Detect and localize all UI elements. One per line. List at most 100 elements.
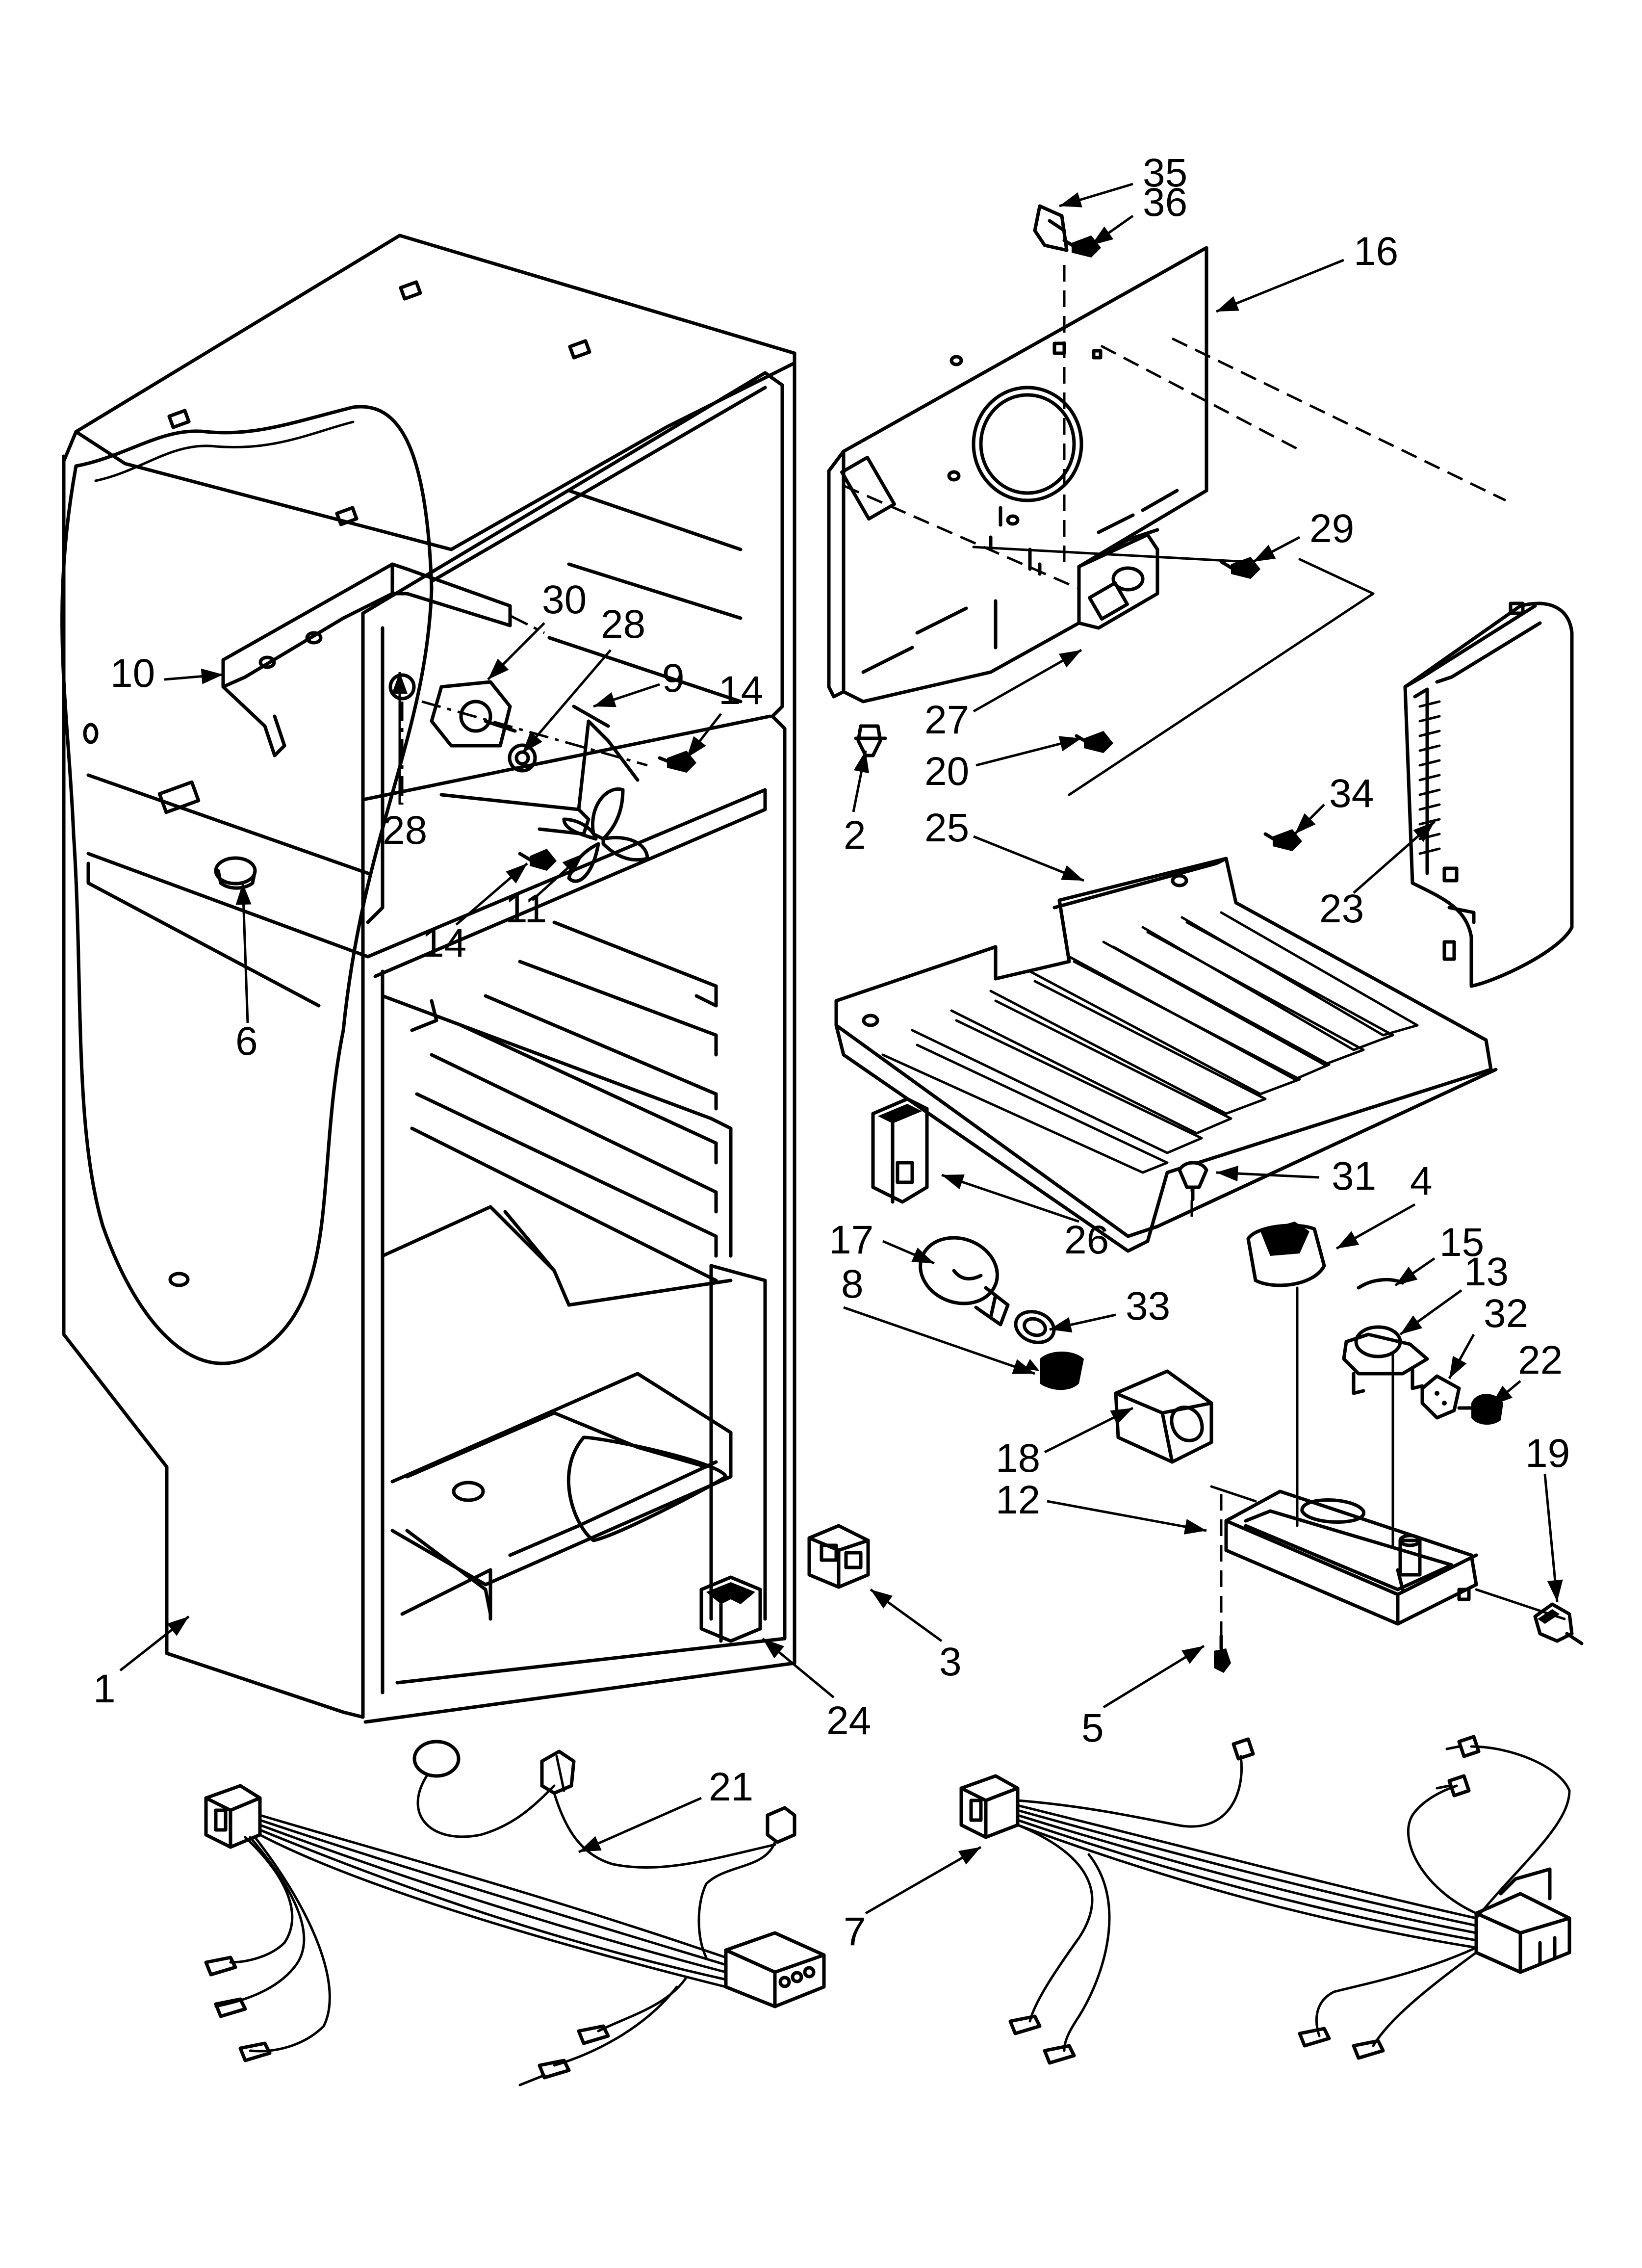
part-17-bulb — [919, 1236, 1010, 1327]
callout-c36: 36 — [1090, 180, 1187, 247]
arrowhead — [1295, 813, 1316, 834]
callout-number: 23 — [1319, 886, 1364, 931]
callout-number: 28 — [601, 602, 645, 647]
part-1-cabinet-liner — [60, 234, 796, 1724]
callout-c30: 30 — [487, 577, 587, 680]
arrowhead — [1050, 1317, 1073, 1333]
callout-number: 6 — [235, 1019, 258, 1064]
part-8-socket — [1025, 1352, 1084, 1390]
callout-number: 8 — [841, 1262, 864, 1306]
arrowhead — [1413, 822, 1435, 842]
callout-c12: 12 — [996, 1478, 1207, 1535]
callout-number: 26 — [1064, 1218, 1109, 1262]
cover-ribs — [881, 911, 1419, 1174]
arrowhead — [1058, 736, 1081, 752]
callout-number: 10 — [110, 651, 155, 696]
callout-number: 15 — [1439, 1220, 1484, 1265]
part-28-nut-upper — [508, 743, 537, 773]
part-33-socket-ring — [1014, 1310, 1056, 1344]
arrowhead — [167, 1616, 189, 1636]
callout-c28a: 28 — [521, 602, 645, 754]
callout-c32: 32 — [1448, 1291, 1528, 1380]
callout-number: 19 — [1525, 1431, 1570, 1476]
part-5-screw — [1214, 1634, 1231, 1673]
arrowhead — [687, 736, 706, 758]
part-11-fan-blade — [562, 787, 649, 883]
arrowhead — [1058, 650, 1081, 668]
callout-c16: 16 — [1216, 229, 1398, 313]
callout-c15: 15 — [1394, 1220, 1484, 1287]
callout-number: 22 — [1518, 1338, 1563, 1382]
callout-c18: 18 — [996, 1407, 1134, 1481]
arrowhead — [1216, 1166, 1238, 1182]
callout-c7: 7 — [844, 1846, 982, 1954]
callout-number: 32 — [1484, 1291, 1528, 1336]
callout-c1: 1 — [93, 1616, 190, 1711]
callout-number: 25 — [924, 806, 969, 850]
arrowhead — [871, 1590, 893, 1609]
callout-number: 12 — [996, 1478, 1040, 1522]
callout-number: 4 — [1410, 1159, 1433, 1203]
part-28-knob-lower — [388, 673, 416, 701]
leader-line — [241, 883, 249, 1023]
leader-line — [865, 1846, 982, 1915]
callout-c31: 31 — [1216, 1154, 1376, 1199]
callout-number: 36 — [1143, 180, 1187, 225]
callout-number: 13 — [1464, 1250, 1509, 1294]
leader-line — [941, 1173, 1079, 1223]
callout-number: 27 — [924, 698, 969, 742]
harness-21-terminals — [204, 1955, 610, 2086]
arrowhead — [593, 692, 616, 707]
part-4-switch — [1246, 1222, 1326, 1287]
callout-c8: 8 — [841, 1262, 1035, 1375]
callout-number: 20 — [924, 749, 969, 794]
arrowhead — [1400, 1315, 1423, 1334]
part-31-pushpin — [1178, 1161, 1208, 1201]
callout-c14a: 14 — [686, 668, 763, 759]
callout-c2: 2 — [844, 750, 870, 858]
callout-c34: 34 — [1294, 771, 1374, 835]
callout-c27: 27 — [924, 649, 1082, 742]
arrowhead — [1395, 1266, 1418, 1285]
arrowhead — [392, 672, 408, 694]
callout-number: 17 — [829, 1218, 873, 1262]
arrowhead — [763, 1639, 785, 1659]
arrowhead — [1012, 1359, 1035, 1374]
duct-grille — [1418, 700, 1441, 855]
arrowhead — [1110, 1408, 1133, 1425]
callout-c25: 25 — [924, 806, 1084, 882]
callout-c9: 9 — [593, 656, 685, 708]
leader-line — [578, 1797, 702, 1853]
callout-number: 1 — [93, 1667, 116, 1711]
arrowhead — [1216, 296, 1239, 312]
callout-number: 16 — [1354, 229, 1398, 274]
callout-number: 30 — [542, 577, 587, 622]
part-13-thermostat — [1342, 1325, 1429, 1395]
part-19-connector — [1533, 1602, 1584, 1645]
callout-number: 34 — [1329, 771, 1374, 816]
part-35-clip — [1033, 204, 1069, 252]
callout-c23: 23 — [1319, 821, 1436, 931]
part-32-plate — [1420, 1374, 1461, 1420]
arrowhead — [522, 731, 542, 753]
callout-number: 9 — [662, 656, 685, 701]
arrowhead — [1336, 1231, 1360, 1249]
arrowhead — [235, 883, 252, 905]
leader-line — [1047, 1500, 1207, 1532]
arrowhead — [579, 1836, 602, 1852]
callout-number: 35 — [1143, 151, 1187, 195]
arrowhead — [201, 668, 223, 684]
callout-c21: 21 — [578, 1765, 753, 1853]
part-29-screw — [1219, 557, 1260, 579]
part-24-connector — [699, 1575, 762, 1643]
callout-number: 7 — [844, 1909, 866, 1954]
callout-c33: 33 — [1049, 1284, 1170, 1333]
callout-number: 14 — [422, 921, 466, 965]
arrowhead — [1253, 545, 1276, 562]
arrowhead — [911, 1247, 934, 1263]
part-10-bracket — [221, 562, 545, 757]
callout-number: 24 — [826, 1698, 871, 1743]
arrowhead — [1491, 1385, 1513, 1406]
part-6-plug — [214, 856, 257, 890]
callout-c19: 19 — [1525, 1431, 1570, 1602]
